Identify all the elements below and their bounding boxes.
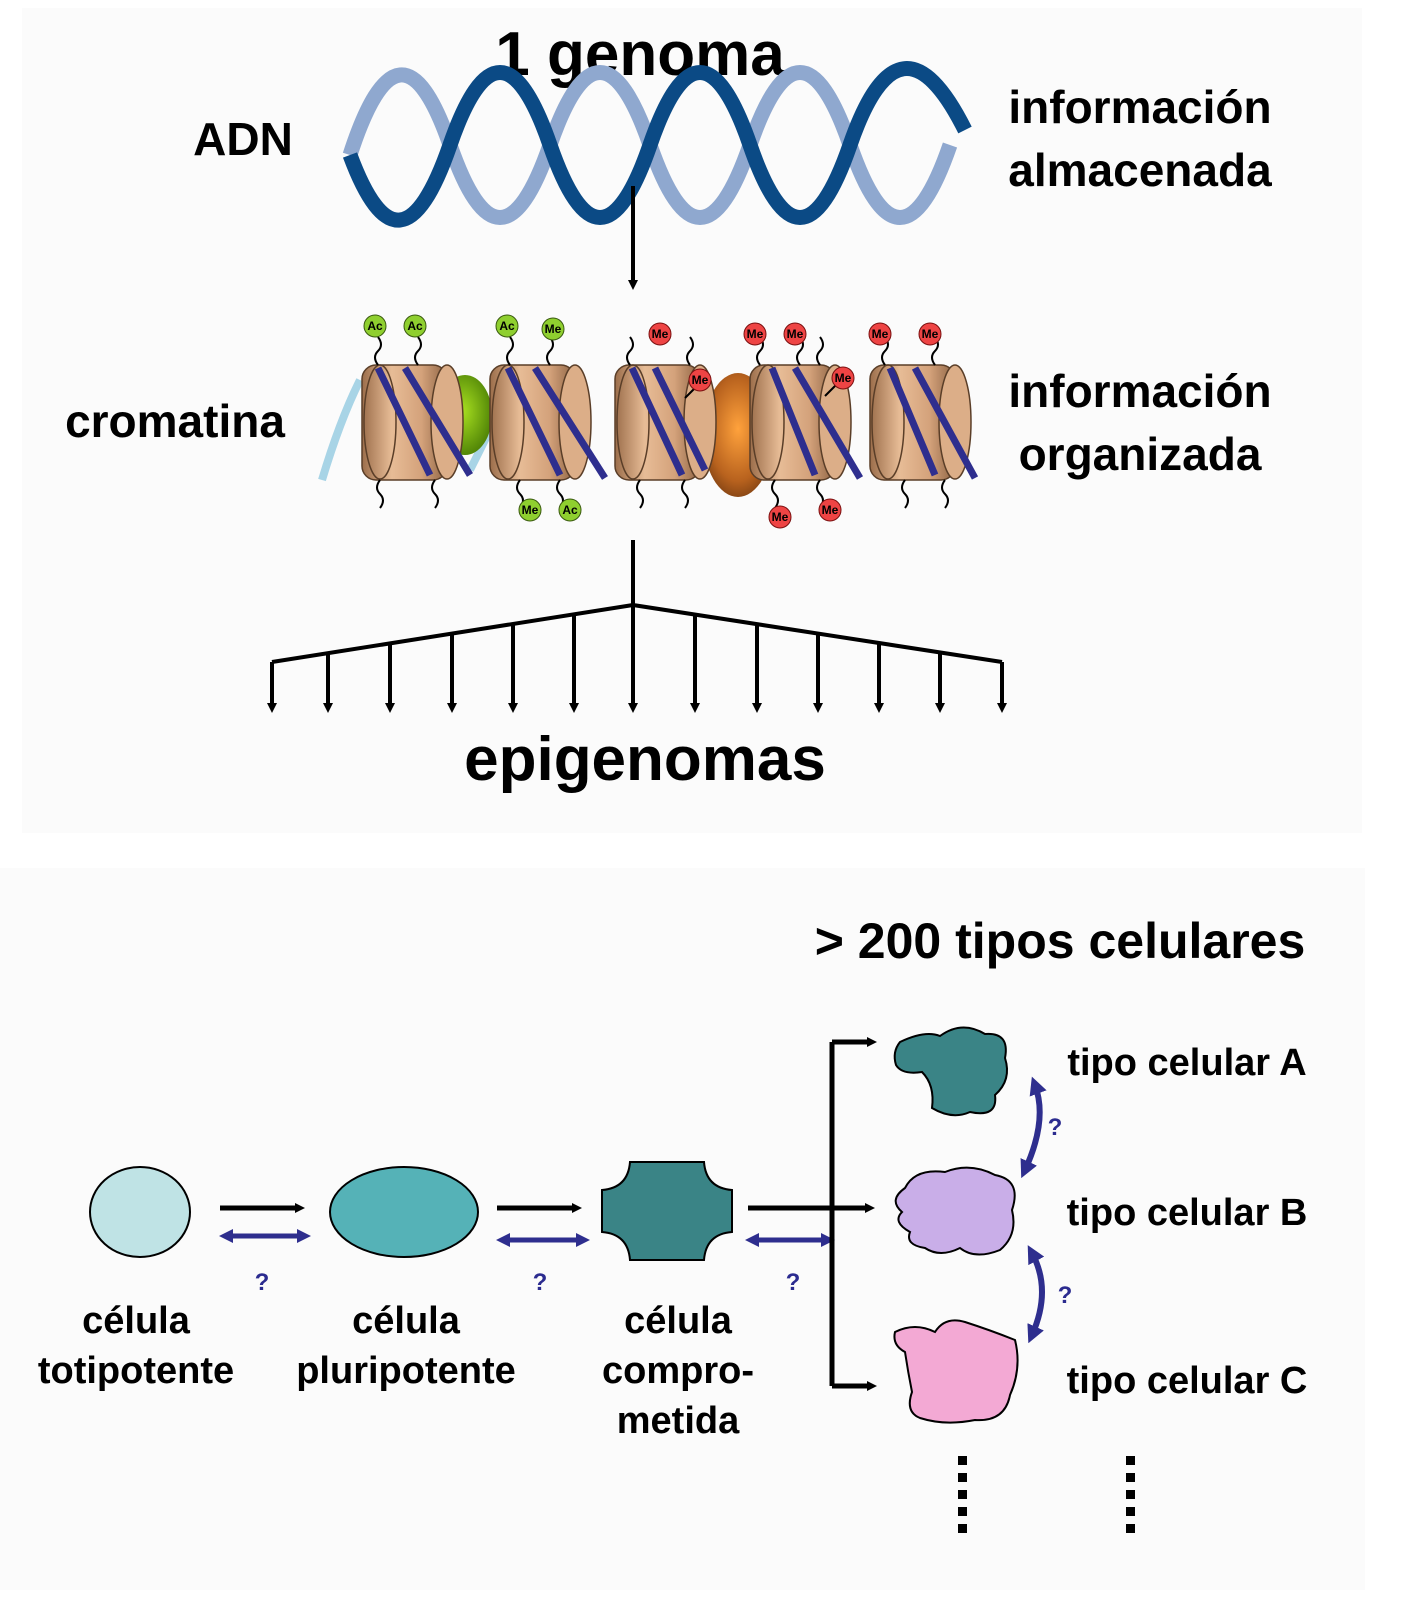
ac-mark-label: Ac: [407, 319, 423, 333]
me-mark: Me: [783, 322, 807, 346]
me-mark-green: Me: [541, 317, 565, 341]
me-mark-label: Me: [522, 503, 539, 517]
dna-helix: [342, 61, 972, 228]
pluripotent-cell: [329, 1166, 479, 1258]
question-mark: ?: [255, 1269, 270, 1296]
me-mark: Me: [768, 505, 792, 529]
me-mark: Me: [743, 322, 767, 346]
chromatin-label: cromatina: [65, 395, 285, 447]
totipotent-label-line1: célula: [82, 1300, 191, 1342]
nucleosome-3: [614, 364, 717, 481]
me-mark: Me: [818, 498, 842, 522]
me-mark-label: Me: [872, 327, 889, 341]
ac-mark-label: Ac: [499, 319, 515, 333]
committed-label-line1: célula: [624, 1300, 733, 1342]
committed-cell: [601, 1161, 733, 1261]
question-mark: ?: [786, 1269, 801, 1296]
me-mark-label: Me: [922, 327, 939, 341]
me-mark-label: Me: [835, 371, 852, 385]
cell-type-b-label: tipo celular B: [1067, 1192, 1308, 1234]
me-mark-label: Me: [787, 327, 804, 341]
cell-type-a-shape: [893, 1026, 1008, 1117]
nucleosome-1: [361, 364, 473, 481]
question-mark: ?: [533, 1269, 548, 1296]
cell-type-a-label: tipo celular A: [1067, 1042, 1306, 1084]
epigenomes-label: epigenomas: [464, 725, 826, 794]
pluripotent-label-line1: célula: [352, 1300, 461, 1342]
bidirectional-arrow: [1020, 1076, 1047, 1179]
committed-label-line3: metida: [617, 1400, 740, 1442]
me-mark: Me: [648, 322, 672, 346]
cell-type-branches: [748, 1037, 877, 1391]
me-mark-label: Me: [822, 503, 839, 517]
me-mark: Me: [824, 366, 855, 397]
question-mark: ?: [1048, 1114, 1063, 1141]
ac-mark: Ac: [558, 498, 582, 522]
committed-label-line2: compro-: [602, 1350, 754, 1392]
dna-info-line1: información: [1008, 81, 1271, 133]
totipotent-cell: [89, 1166, 191, 1258]
nucleosome-2: [489, 364, 608, 481]
me-mark-label: Me: [652, 327, 669, 341]
dna-label: ADN: [193, 113, 293, 165]
cell-type-c-label: tipo celular C: [1067, 1360, 1308, 1402]
me-mark-green: Me: [518, 498, 542, 522]
me-mark: Me: [918, 322, 942, 346]
continuation-dots: [958, 1456, 1135, 1533]
dna-info-line2: almacenada: [1008, 144, 1272, 196]
me-mark: Me: [868, 322, 892, 346]
me-mark: Me: [684, 368, 712, 399]
ac-mark-label: Ac: [367, 319, 383, 333]
chromatin-info-line2: organizada: [1019, 428, 1262, 480]
me-mark-label: Me: [545, 322, 562, 336]
nucleosome-5: [869, 364, 979, 481]
me-mark-label: Me: [747, 327, 764, 341]
pluripotent-label-line2: pluripotente: [296, 1350, 516, 1392]
cell-types-title: > 200 tipos celulares: [815, 913, 1306, 969]
ac-mark: Ac: [363, 314, 387, 338]
cell-type-b-shape: [894, 1166, 1016, 1256]
chromatin-strand: [318, 336, 979, 509]
bidirectional-arrow: [1027, 1245, 1045, 1344]
question-mark: ?: [1058, 1282, 1073, 1309]
ac-mark-label: Ac: [562, 503, 578, 517]
ac-mark: Ac: [403, 314, 427, 338]
cell-type-c-shape: [893, 1319, 1019, 1424]
totipotent-label-line2: totipotente: [38, 1350, 234, 1392]
genome-title: 1 genoma: [495, 20, 785, 89]
ac-mark: Ac: [495, 314, 519, 338]
epigenome-branches: [267, 540, 1007, 713]
me-mark-label: Me: [772, 510, 789, 524]
chromatin-info-line1: información: [1008, 365, 1271, 417]
me-mark-label: Me: [692, 373, 709, 387]
